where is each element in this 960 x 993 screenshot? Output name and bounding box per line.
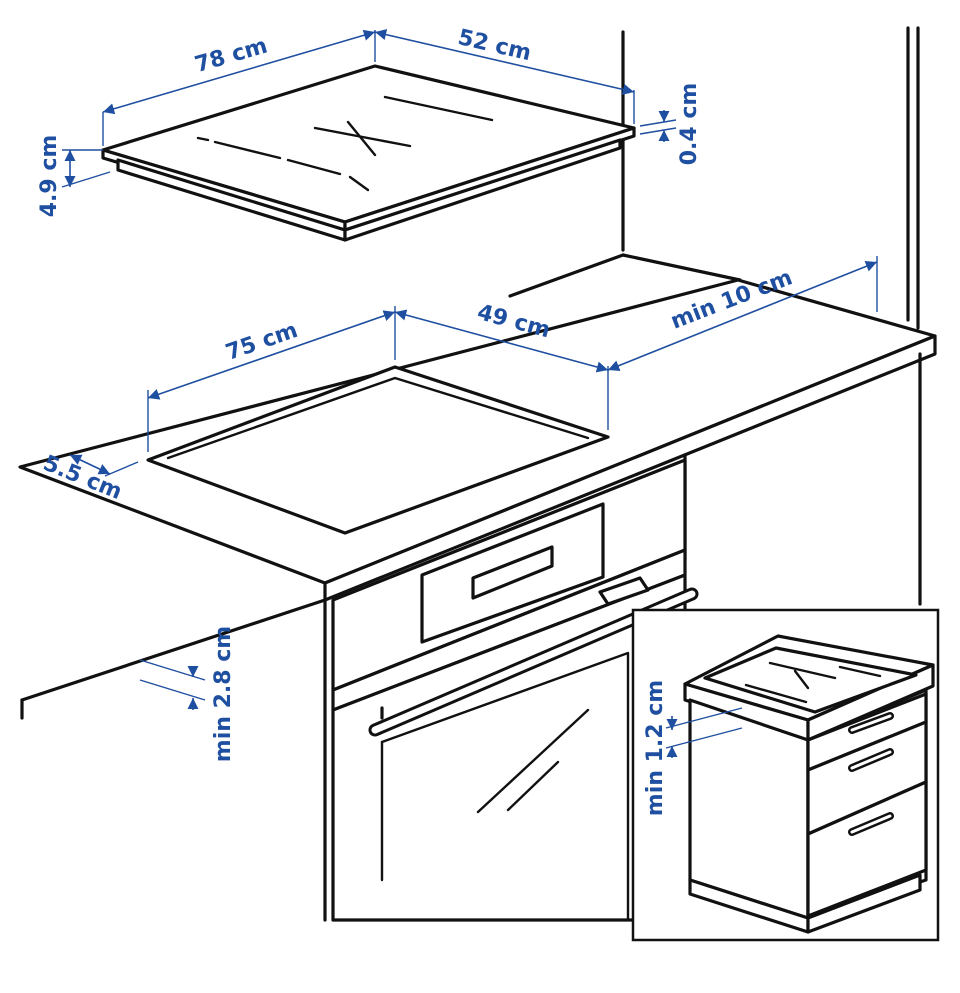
label-oven-clearance: min 2.8 cm	[211, 626, 236, 762]
countertop-front-edge	[323, 334, 937, 602]
label-drawer-clearance: min 1.2 cm	[643, 680, 668, 816]
label-hob-height: 4.9 cm	[37, 135, 62, 218]
oven-glass-reflection	[476, 708, 590, 814]
label-hob-width: 78 cm	[192, 34, 270, 78]
cooking-zone-markings	[196, 95, 494, 192]
drawer-cabinet-inset	[631, 608, 940, 942]
label-glass-thickness: 0.4 cm	[677, 83, 702, 166]
wall-lines	[508, 26, 920, 330]
inset-drawer-3	[806, 780, 928, 918]
oven	[331, 453, 699, 922]
hob-unit	[101, 64, 636, 242]
oven-display	[471, 545, 554, 600]
inset-hob	[703, 646, 918, 714]
dimension-lines	[61, 29, 878, 710]
inset-drawer-handles	[848, 712, 894, 836]
hob-side-edge	[343, 126, 636, 232]
hob-lower-body-side	[343, 138, 622, 242]
